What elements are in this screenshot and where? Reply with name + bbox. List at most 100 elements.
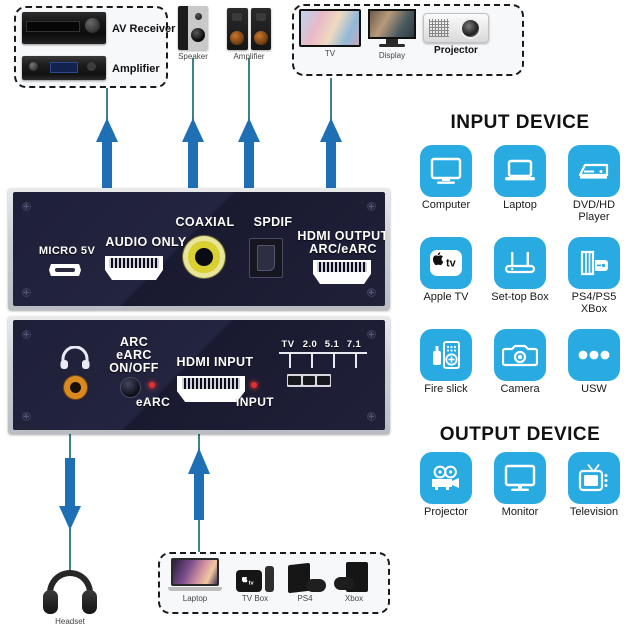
- device-bottom-panel: ARC eARC ON/OFF eARC HDMI INPUT INPUT TV…: [8, 316, 390, 434]
- hdmi-port-audio-only[interactable]: [105, 256, 163, 280]
- source-item-tv-box: tv TV Box: [236, 566, 274, 603]
- screw-bottom-left: [22, 288, 31, 297]
- headset-item: Headset: [42, 570, 98, 626]
- screw-top-left-2: [22, 330, 31, 339]
- input-device-apple-tv-label: Apple TV: [423, 291, 469, 304]
- spdif-optical-port[interactable]: [249, 238, 283, 278]
- input-device-fire-stick-label: Fire slick: [424, 383, 468, 396]
- earc-led: [149, 382, 155, 388]
- input-device-game-console[interactable]: PS4/PS5 XBox: [560, 237, 628, 315]
- output-device-monitor[interactable]: Monitor: [486, 452, 554, 519]
- tv-box-thumb: tv: [236, 566, 274, 592]
- input-device-computer[interactable]: Computer: [412, 145, 480, 223]
- headphone-jack-port[interactable]: [64, 376, 87, 399]
- group-item-av-receiver: AV Receiver: [22, 12, 175, 44]
- input-device-camera-label: Camera: [500, 383, 540, 396]
- port-label-spdif: SPDIF: [253, 215, 293, 229]
- device-bottom-panel-face: ARC eARC ON/OFF eARC HDMI INPUT INPUT TV…: [13, 320, 385, 430]
- input-device-dvd-player[interactable]: DVD/HD Player: [560, 145, 628, 223]
- svg-text:tv: tv: [249, 580, 255, 586]
- input-device-grid: Computer Laptop DVD/HD Player: [412, 145, 628, 396]
- amplifier-label: Amplifier: [112, 63, 160, 75]
- arc-earc-onoff-button[interactable]: [121, 378, 140, 397]
- input-device-dvd-player-label: DVD/HD Player: [572, 199, 616, 223]
- speaker-pair-thumb: [227, 8, 271, 50]
- dip-label-71: 7.1: [346, 339, 362, 350]
- television-thumb: [299, 9, 361, 47]
- speaker-label: Speaker: [178, 52, 208, 61]
- source-ps4-label: PS4: [297, 594, 313, 603]
- display-group-box: TV Display Projector: [292, 4, 524, 76]
- source-item-laptop: Laptop: [168, 558, 222, 603]
- display-label: Display: [378, 51, 406, 60]
- group-item-display: Display: [368, 9, 416, 60]
- port-label-micro-5v: MICRO 5V: [38, 245, 96, 257]
- source-item-xbox: Xbox: [334, 562, 372, 603]
- amplifier-speakers-label: Amplifier: [233, 52, 265, 61]
- laptop-thumb: [168, 558, 222, 592]
- dip-switch-ticks: [279, 352, 367, 368]
- source-laptop-label: Laptop: [182, 594, 208, 603]
- earc-led-label: eARC: [135, 395, 171, 409]
- arrow-up-hdmi-input: [187, 448, 211, 520]
- dip-switch-labels: TV 2.0 5.1 7.1: [279, 340, 363, 350]
- hdmi-input-label: HDMI INPUT: [176, 355, 254, 369]
- screw-bottom-right: [367, 288, 376, 297]
- screw-top-left: [22, 202, 31, 211]
- coaxial-rca-port[interactable]: [183, 236, 225, 278]
- input-device-laptop[interactable]: Laptop: [486, 145, 554, 223]
- projector-label: Projector: [434, 45, 478, 56]
- source-item-ps4: PS4: [288, 562, 326, 603]
- av-receiver-thumb: [22, 12, 106, 44]
- fire-stick-icon: [420, 329, 472, 382]
- device-top-panel-face: MICRO 5V AUDIO ONLY COAXIAL SPDIF HDMI O…: [13, 192, 385, 306]
- port-label-hdmi-output: HDMI OUTPUT ARC/eARC: [297, 229, 385, 257]
- screw-bottom-right-2: [367, 412, 376, 421]
- arrow-up-hdmi-output: [319, 118, 343, 190]
- screw-top-right: [367, 202, 376, 211]
- input-device-fire-stick[interactable]: Fire slick: [412, 329, 480, 396]
- output-device-monitor-label: Monitor: [501, 506, 539, 518]
- monitor-thumb: [368, 9, 416, 49]
- source-tv-box-label: TV Box: [241, 594, 269, 603]
- input-device-laptop-label: Laptop: [503, 199, 537, 211]
- group-item-projector: Projector: [423, 13, 489, 56]
- group-item-amplifier: Amplifier: [22, 56, 160, 80]
- game-console-icon: [568, 237, 620, 290]
- monitor-icon: [494, 452, 546, 504]
- input-device-apple-tv[interactable]: tv Apple TV: [412, 237, 480, 315]
- amplifier-thumb: [22, 56, 106, 80]
- desktop-monitor-icon: [420, 145, 472, 197]
- router-set-top-box-icon: [494, 237, 546, 290]
- apple-tv-icon: tv: [420, 237, 472, 290]
- speaker-item: Speaker: [174, 6, 212, 61]
- source-group-box: Laptop tv TV Box PS: [158, 552, 390, 614]
- dip-label-20: 2.0: [302, 339, 318, 350]
- dip-switch[interactable]: [287, 374, 331, 387]
- input-device-camera[interactable]: Camera: [486, 329, 554, 396]
- output-device-grid: Projector Monitor: [412, 452, 628, 519]
- headphone-glyph-icon: [59, 346, 91, 370]
- port-label-audio-only: AUDIO ONLY: [105, 235, 187, 249]
- bookshelf-speaker-thumb: [178, 6, 208, 50]
- hdmi-port-output[interactable]: [313, 260, 371, 284]
- micro-usb-port[interactable]: [49, 264, 81, 276]
- ps4-thumb: [288, 562, 326, 594]
- input-device-title: INPUT DEVICE: [450, 112, 590, 133]
- output-device-television-label: Television: [569, 506, 619, 518]
- input-device-usw[interactable]: USW: [560, 329, 628, 396]
- three-dots-icon: [568, 329, 620, 382]
- output-device-projector[interactable]: Projector: [412, 452, 480, 519]
- input-device-set-top-box[interactable]: Set-top Box: [486, 237, 554, 315]
- arrow-up-audio-only: [95, 118, 119, 190]
- dvd-player-icon: [568, 145, 620, 197]
- xbox-thumb: [334, 562, 372, 592]
- output-device-television[interactable]: Television: [560, 452, 628, 519]
- film-projector-icon: [420, 452, 472, 504]
- tv-label: TV: [324, 49, 336, 58]
- hdmi-port-input[interactable]: [177, 376, 245, 402]
- television-icon: [568, 452, 620, 504]
- group-item-tv: TV: [299, 9, 361, 58]
- arrow-up-spdif: [237, 118, 261, 190]
